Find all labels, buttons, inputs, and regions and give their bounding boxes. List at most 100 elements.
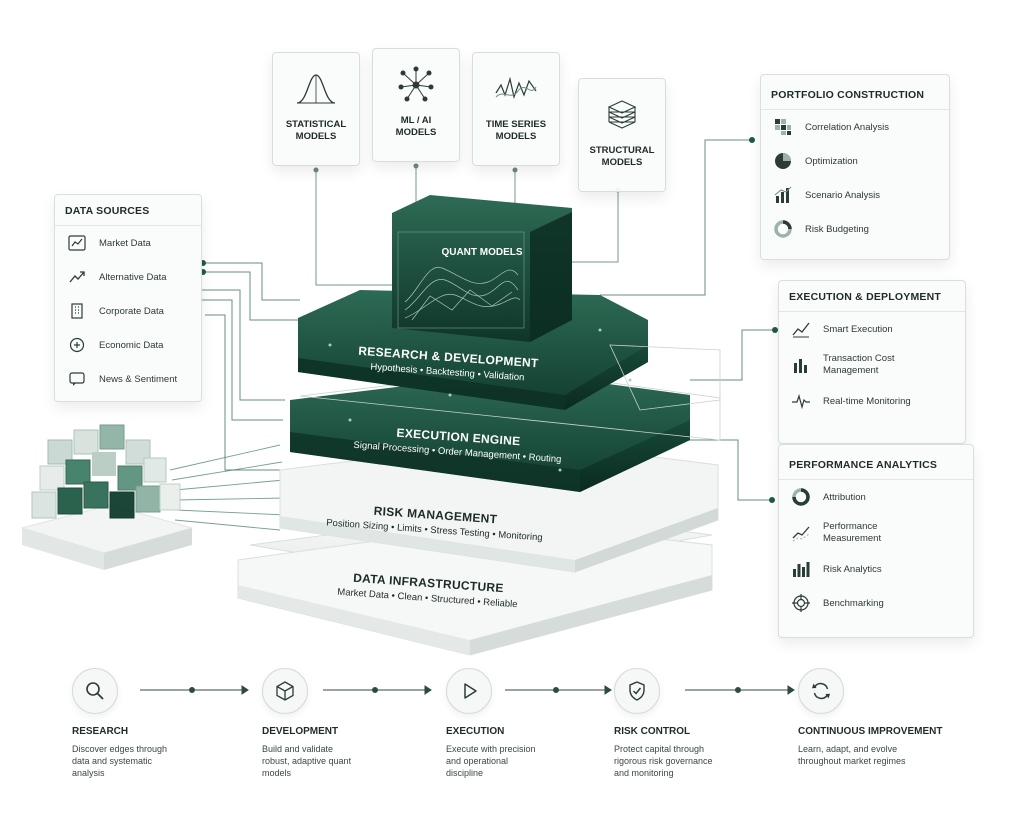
output-wires: [600, 139, 775, 501]
data-source-item[interactable]: Economic Data: [55, 328, 201, 362]
globe-gear-icon: [69, 337, 85, 353]
step-desc: Execute with precision and operational d…: [446, 744, 536, 778]
data-cube-cluster: [20, 424, 194, 570]
step-title: RESEARCH: [72, 726, 129, 737]
data-source-label: Corporate Data: [99, 305, 164, 317]
line-chart-icon: [792, 322, 810, 338]
step-icon-circle: [614, 668, 660, 714]
data-sources-panel: DATA SOURCES Market Data Alternative Dat…: [54, 194, 202, 402]
data-source-label: Economic Data: [99, 339, 164, 351]
model-title-line2: MODELS: [295, 131, 337, 142]
step-title: EXECUTION: [446, 726, 505, 737]
structural-models-card[interactable]: STRUCTURAL MODELS: [578, 78, 666, 192]
execution-deploy-item[interactable]: Smart Execution: [779, 312, 965, 346]
performance-label: Benchmarking: [823, 597, 884, 609]
data-source-item[interactable]: Corporate Data: [55, 294, 201, 328]
quant-models-title: QUANT MODELS: [441, 247, 523, 258]
step-desc: Learn, adapt, and evolve throughout mark…: [798, 744, 906, 766]
data-source-wires: [200, 262, 300, 471]
neural-network-icon: [398, 66, 434, 102]
statistical-models-card[interactable]: STATISTICAL MODELS: [272, 52, 360, 166]
performance-analytics-panel: PERFORMANCE ANALYTICS Attribution Perfor…: [778, 444, 974, 638]
execution-engine-layer: [290, 369, 721, 492]
portfolio-item-label: Scenario Analysis: [805, 189, 880, 201]
model-title-line1: TIME SERIES: [485, 119, 547, 130]
step-title: DEVELOPMENT: [262, 726, 339, 737]
portfolio-title: PORTFOLIO CONSTRUCTION: [761, 75, 949, 110]
step-icon-circle: [72, 668, 118, 714]
portfolio-item-label: Correlation Analysis: [805, 121, 889, 133]
data-source-label: News & Sentiment: [99, 373, 178, 385]
shield-check-icon: [629, 681, 645, 701]
portfolio-item[interactable]: Optimization: [761, 144, 949, 178]
cube-wires: [169, 444, 287, 531]
building-icon: [71, 303, 83, 319]
model-title-line1: STATISTICAL: [285, 119, 347, 130]
process-connectors: [140, 685, 795, 695]
portfolio-item-label: Risk Budgeting: [805, 223, 869, 235]
step-desc: Discover edges through data and systemat…: [72, 744, 168, 778]
portfolio-item[interactable]: Scenario Analysis: [761, 178, 949, 212]
execution-deploy-title: EXECUTION & DEPLOYMENT: [779, 281, 965, 312]
model-title-line1: ML / AI: [400, 115, 432, 126]
data-sources-title: DATA SOURCES: [55, 195, 201, 226]
pulse-monitor-icon: [792, 393, 810, 410]
step-title: CONTINUOUS IMPROVEMENT: [798, 726, 943, 737]
execution-deployment-panel: EXECUTION & DEPLOYMENT Smart Execution T…: [778, 280, 966, 444]
line-chart-icon: [68, 235, 86, 251]
performance-item[interactable]: Attribution: [779, 480, 973, 514]
portfolio-item-label: Optimization: [805, 155, 858, 167]
step-title: RISK CONTROL: [614, 726, 691, 737]
performance-title: PERFORMANCE ANALYTICS: [779, 445, 973, 480]
chat-bubble-icon: [69, 372, 85, 386]
time-series-models-card[interactable]: TIME SERIES MODELS: [472, 52, 560, 166]
bar-chart-icon: [793, 562, 810, 577]
portfolio-item[interactable]: Correlation Analysis: [761, 110, 949, 144]
step-execution[interactable]: EXECUTION Execute with precision and ope…: [446, 668, 616, 779]
data-source-item[interactable]: News & Sentiment: [55, 362, 201, 396]
performance-label: Risk Analytics: [823, 563, 882, 575]
layer-stack-icon: [607, 100, 637, 129]
correlation-matrix-icon: [775, 119, 791, 135]
data-source-item[interactable]: Alternative Data: [55, 260, 201, 294]
step-development[interactable]: DEVELOPMENT Build and validate robust, a…: [262, 668, 432, 779]
model-wires: [315, 165, 619, 286]
play-icon: [464, 683, 477, 699]
model-title-line2: MODELS: [601, 157, 643, 168]
step-icon-circle: [446, 668, 492, 714]
step-icon-circle: [262, 668, 308, 714]
bar-chart-icon: [774, 186, 792, 203]
quant-models-block: [392, 195, 572, 342]
model-title-line2: MODELS: [395, 127, 437, 138]
data-source-item[interactable]: Market Data: [55, 226, 201, 260]
model-title-line2: MODELS: [495, 131, 537, 142]
trend-icon: [69, 271, 85, 283]
bell-curve-icon: [296, 74, 336, 104]
step-continuous-improvement[interactable]: CONTINUOUS IMPROVEMENT Learn, adapt, and…: [798, 668, 998, 767]
ring-chart-icon: [792, 488, 810, 506]
wave-chart-icon: [495, 76, 537, 100]
pie-chart-icon: [775, 153, 791, 169]
model-title-line1: STRUCTURAL: [589, 145, 655, 156]
refresh-icon: [812, 682, 830, 700]
ml-ai-models-card[interactable]: ML / AI MODELS: [372, 48, 460, 162]
data-source-label: Market Data: [99, 237, 151, 249]
performance-label: Attribution: [823, 491, 866, 503]
performance-item[interactable]: Benchmarking: [779, 586, 973, 620]
donut-chart-icon: [774, 220, 792, 238]
step-risk-control[interactable]: RISK CONTROL Protect capital through rig…: [614, 668, 784, 779]
step-research[interactable]: RESEARCH Discover edges through data and…: [72, 668, 242, 779]
performance-item[interactable]: Risk Analytics: [779, 552, 973, 586]
step-desc: Protect capital through rigorous risk go…: [614, 744, 713, 778]
magnifier-icon: [86, 682, 104, 700]
portfolio-item[interactable]: Risk Budgeting: [761, 212, 949, 246]
execution-deploy-item[interactable]: Real-time Monitoring: [779, 384, 965, 418]
trend-line-icon: [792, 526, 810, 542]
portfolio-construction-panel: PORTFOLIO CONSTRUCTION Correlation Analy…: [760, 74, 950, 260]
step-desc: Build and validate robust, adaptive quan…: [262, 744, 352, 778]
